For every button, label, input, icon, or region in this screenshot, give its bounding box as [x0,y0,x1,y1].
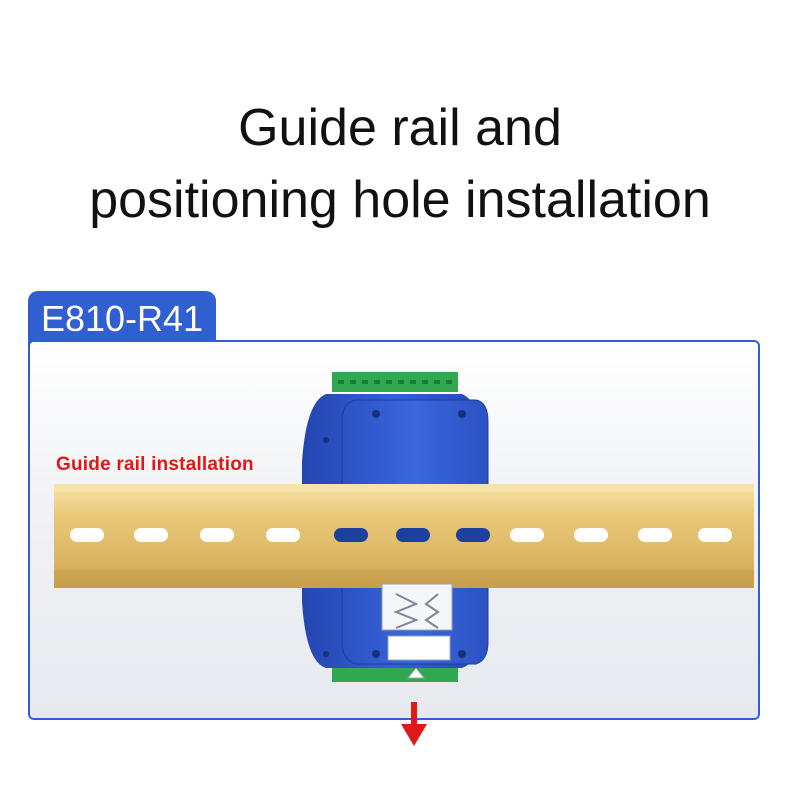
din-clip [381,583,453,679]
product-panel: Guide rail installation [28,340,760,720]
din-rail [54,484,754,588]
model-tab: E810-R41 [28,291,216,345]
terminal-block-top [332,372,458,392]
arrow-down-icon [401,702,427,746]
headline-line-1: Guide rail and [238,99,562,157]
headline-line-2: positioning hole installation [89,171,711,229]
installation-illustration [54,372,754,682]
rail-installation-callout: Guide rail installation [56,454,254,475]
page-headline: Guide rail and positioning hole installa… [0,92,800,236]
